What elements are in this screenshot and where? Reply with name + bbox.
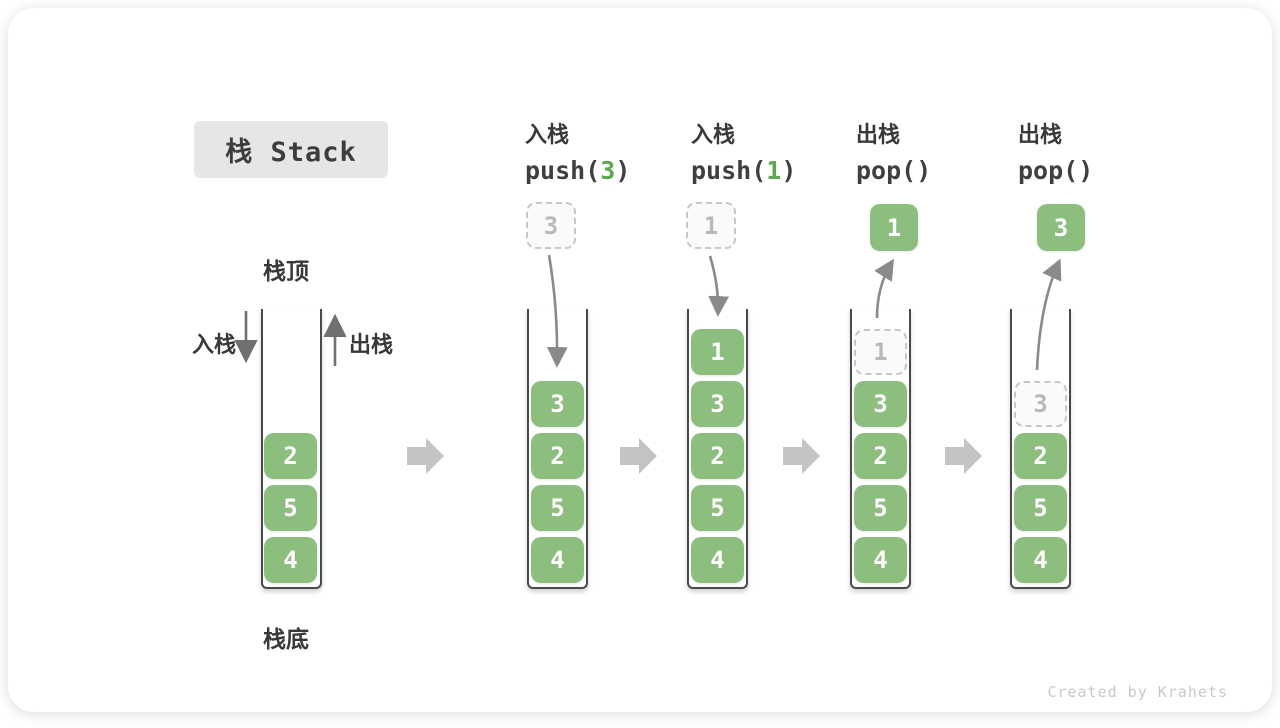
next-step-arrow-icon: [945, 438, 982, 474]
stack-item: 5: [531, 485, 584, 531]
stack-item: 5: [264, 485, 317, 531]
stack-item: 2: [531, 433, 584, 479]
title-badge: 栈 Stack: [194, 121, 388, 178]
stack-item: 3: [854, 381, 907, 427]
pop-result-box: 3: [1037, 204, 1085, 251]
stack-bottom-label: 栈底: [263, 627, 309, 653]
step-code: pop(): [856, 156, 931, 185]
stack-item: 4: [691, 537, 744, 583]
code-pre: push(: [691, 156, 767, 185]
code-arg: 1: [766, 156, 782, 185]
pop-result-box: 1: [870, 204, 918, 251]
code-post: ): [615, 156, 631, 185]
arrows-layer: [234, 254, 1062, 474]
step-name: 入栈: [525, 123, 570, 148]
step-header-push3: 入栈 push(3): [525, 117, 630, 185]
stack-item: 5: [691, 485, 744, 531]
step-header-pop2: 出栈 pop(): [1018, 117, 1093, 185]
step-code: push(3): [525, 156, 630, 185]
code-pre: pop(): [856, 156, 932, 185]
code-post: ): [781, 156, 797, 185]
stack-item: 2: [691, 433, 744, 479]
stack-item: 4: [264, 537, 317, 583]
next-step-arrow-icon: [620, 438, 657, 474]
stack-top-label: 栈顶: [263, 259, 309, 285]
stack-item: 5: [854, 485, 907, 531]
push-operand-box: 1: [686, 202, 736, 249]
step-code: push(1): [691, 156, 796, 185]
push-operand-box: 3: [526, 202, 576, 249]
stack-item: 2: [1014, 433, 1067, 479]
push-curve-arrow-icon: [708, 255, 730, 317]
stack-item: 3: [691, 381, 744, 427]
credit-text: Created by Krahets: [1047, 683, 1228, 701]
stack-item: 3: [531, 381, 584, 427]
stack-item: 4: [1014, 537, 1067, 583]
popped-slot-ghost: 3: [1014, 381, 1067, 427]
title-text: 栈 Stack: [225, 137, 357, 168]
stack-item: 4: [531, 537, 584, 583]
code-pre: pop(): [1018, 156, 1094, 185]
code-arg: 3: [600, 156, 616, 185]
diagram-card: 栈 Stack 栈顶 栈底 入栈 出栈 入栈 push(3) 入栈 push(1…: [8, 8, 1272, 712]
stack-item: 2: [854, 433, 907, 479]
stack-item: 5: [1014, 485, 1067, 531]
step-header-push1: 入栈 push(1): [691, 117, 796, 185]
step-name: 出栈: [856, 123, 901, 148]
stack-item: 1: [691, 329, 744, 375]
next-step-arrow-icon: [407, 438, 444, 474]
step-name: 出栈: [1018, 123, 1063, 148]
stack-item: 4: [854, 537, 907, 583]
push-direction-label: 入栈: [192, 333, 237, 358]
popped-slot-ghost: 1: [854, 329, 907, 375]
stack-item: 2: [264, 433, 317, 479]
step-code: pop(): [1018, 156, 1093, 185]
step-name: 入栈: [691, 123, 736, 148]
next-step-arrow-icon: [783, 438, 820, 474]
pop-direction-label: 出栈: [349, 333, 394, 358]
code-pre: push(: [525, 156, 601, 185]
step-header-pop1: 出栈 pop(): [856, 117, 931, 185]
